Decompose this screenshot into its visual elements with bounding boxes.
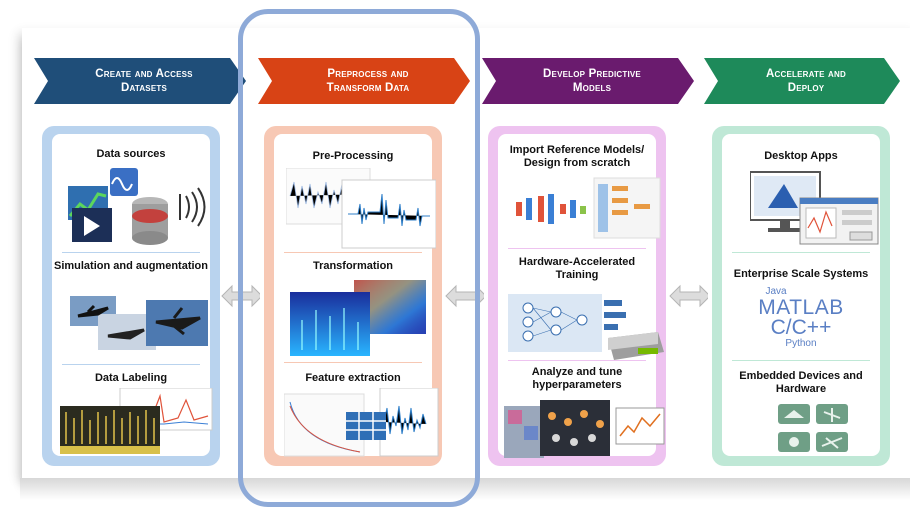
section-data-sources: Data sources [96,148,166,160]
stage-1-title-line1: Create and Access [95,68,193,80]
section-enterprise: Enterprise Scale Systems [733,268,869,280]
panel-develop-models: Import Reference Models/ Design from scr… [488,126,666,466]
panel-deploy: Desktop Apps Enterprise Scale Systems Ja… [712,126,890,466]
double-arrow-2 [445,284,484,308]
stage-4-title-line1: Accelerate and [766,68,846,80]
language-java: Java [765,286,787,297]
airplane-images [70,296,208,350]
desktop-app-icon [750,171,879,245]
network-designer-image [516,177,661,239]
panel-preprocess: Pre-Processing Transformation [264,126,442,466]
language-cpp: C/C++ [770,316,832,339]
tuning-images [504,400,665,458]
section-data-labeling: Data Labeling [94,372,168,384]
language-matlab: MATLAB [758,296,844,319]
stage-2-title-line2: Transform Data [326,82,410,94]
section-hw-training: Hardware-Accelerated Training [518,256,636,281]
section-embedded: Embedded Devices and Hardware [739,370,863,395]
data-sources-icons [68,168,206,245]
stage-2-title-line1: Preprocess and [327,68,409,80]
stage-2-highlight [238,9,480,507]
embedded-device-icons [778,404,848,452]
data-labeling-image [60,388,213,454]
section-feature-extraction: Feature extraction [305,372,401,384]
section-simulation: Simulation and augmentation [53,260,208,272]
section-import-models: Import Reference Models/ Design from scr… [509,144,645,169]
section-hyperparameters: Analyze and tune hyperparameters [531,366,623,391]
stage-1-title-line2: Datasets [120,82,168,94]
panel-create-datasets: Data sources Simulation and augmentation [42,126,220,466]
stage-4-title-line2: Deploy [787,82,825,94]
section-transformation: Transformation [312,260,394,272]
preprocessing-plots [286,168,436,249]
section-pre-processing: Pre-Processing [312,150,394,162]
section-desktop-apps: Desktop Apps [764,150,838,162]
transformation-spectrogram [290,280,426,356]
languages-list: Java MATLAB C/C++ Python [722,286,880,356]
gpu-network-image [508,294,664,360]
language-python: Python [785,338,817,349]
double-arrow-3 [669,284,708,308]
stage-3-title-line2: Models [572,82,612,94]
stage-3-title-line1: Develop Predictive [543,68,641,80]
feature-extraction-plots [284,388,439,457]
